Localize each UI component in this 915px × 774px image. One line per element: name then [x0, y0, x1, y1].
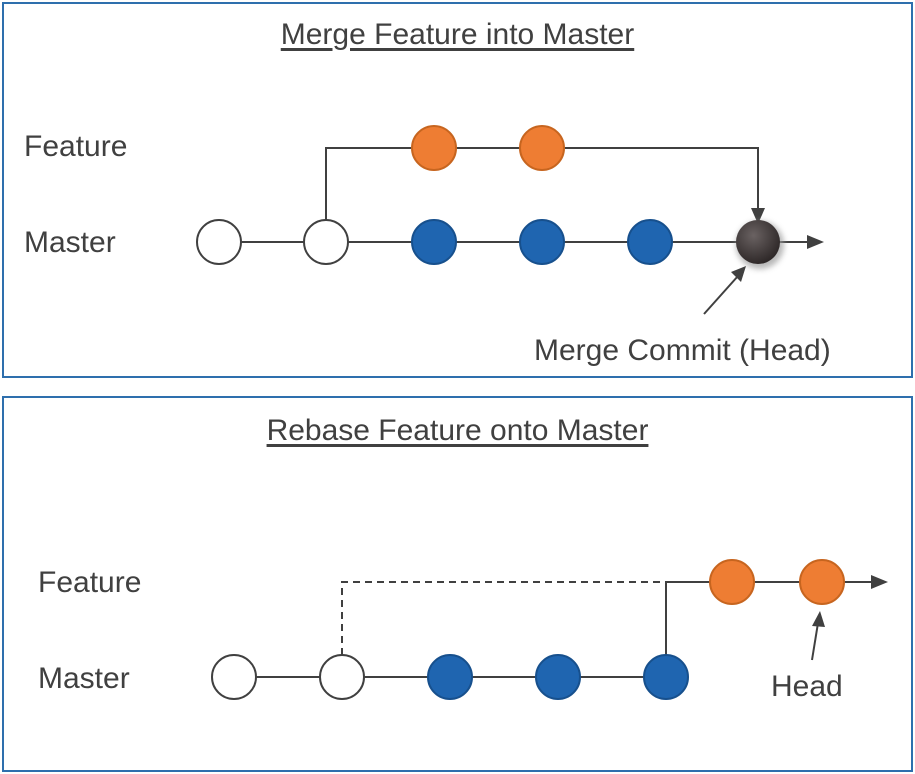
- merge-panel-title: Merge Feature into Master: [280, 18, 635, 51]
- rebase-master-commit-2: [319, 654, 365, 700]
- rebase-feature-commit-1: [709, 559, 755, 605]
- rebase-feature-label: Feature: [38, 566, 142, 599]
- rebase-feature-commit-2: [799, 559, 845, 605]
- merge-feature-commit-2: [519, 125, 565, 171]
- rebase-master-label: Master: [38, 662, 130, 695]
- rebase-panel-title: Rebase Feature onto Master: [266, 414, 649, 447]
- merge-feature-commit-1: [411, 125, 457, 171]
- merge-panel: Merge Feature into Master Feature Master…: [2, 2, 913, 378]
- rebase-master-commit-3: [427, 654, 473, 700]
- merge-feature-label: Feature: [24, 130, 128, 163]
- rebase-master-commit-4: [535, 654, 581, 700]
- rebase-feature-arrowhead: [871, 575, 888, 589]
- rebase-master-commit-1: [211, 654, 257, 700]
- rebase-panel: Rebase Feature onto Master Feature Maste…: [2, 396, 913, 772]
- merge-commit-label: Merge Commit (Head): [534, 334, 831, 367]
- merge-commit-node: [736, 220, 780, 264]
- merge-commit-pointer-head: [731, 266, 746, 282]
- merge-master-commit-1: [196, 219, 242, 265]
- rebase-head-pointer: [811, 622, 819, 661]
- rebase-head-pointer-head: [812, 611, 825, 627]
- rebase-graph: [211, 559, 888, 700]
- merge-graph: [196, 125, 824, 315]
- merge-commit-pointer: [703, 275, 739, 315]
- merge-feature-arrowhead: [751, 208, 765, 224]
- merge-master-commit-2: [303, 219, 349, 265]
- merge-master-commit-5: [627, 219, 673, 265]
- rebase-old-feature-path: [341, 581, 666, 655]
- merge-master-arrowhead: [807, 235, 824, 249]
- rebase-master-commit-5: [643, 654, 689, 700]
- merge-master-label: Master: [24, 226, 116, 259]
- merge-master-commit-3: [411, 219, 457, 265]
- rebase-head-label: Head: [771, 670, 843, 703]
- merge-master-commit-4: [519, 219, 565, 265]
